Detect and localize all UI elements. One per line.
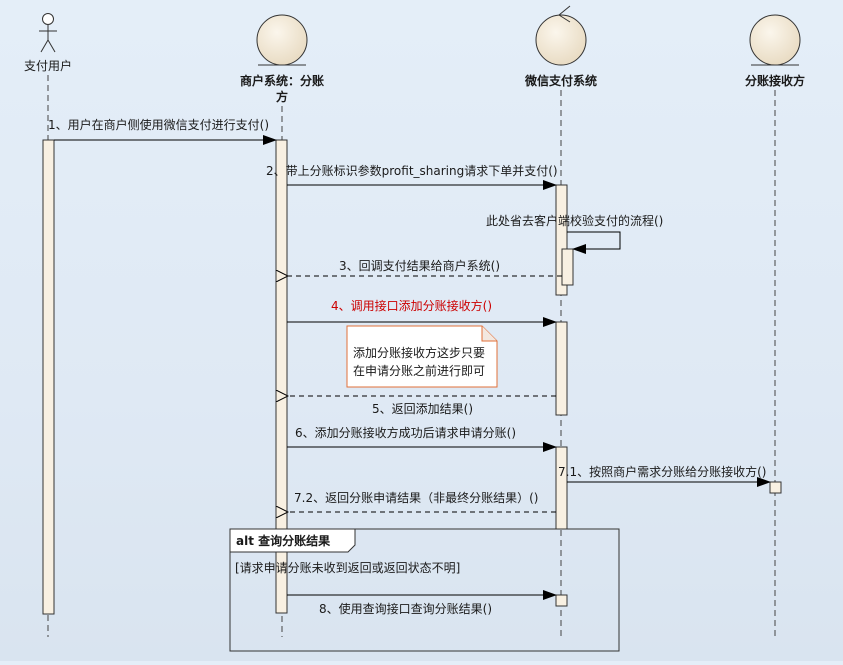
alt-fragment-tab: [229, 528, 356, 553]
message-3-label: 3、回调支付结果给商户系统(): [339, 258, 500, 273]
note-text-line1: 添加分账接收方这步只要: [353, 345, 485, 360]
activation-wechat-2: [555, 321, 568, 416]
activation-wechat-self: [561, 248, 574, 286]
participant-receiver-label: 分账接收方: [745, 73, 805, 88]
message-2-label: 2、带上分账标识参数profit_sharing请求下单并支付(): [266, 163, 558, 178]
entity-receiver-icon: [749, 14, 801, 66]
alt-fragment-frame: [229, 528, 620, 652]
participant-wechat-label: 微信支付系统: [524, 73, 597, 88]
self-call-arrow: [567, 231, 621, 254]
note-text-line2: 在申请分账之前进行即可: [353, 363, 485, 378]
alt-fragment-title: alt 查询分账结果: [236, 533, 330, 548]
message-5-label: 5、返回添加结果(): [372, 402, 473, 416]
activation-wechat-4: [555, 594, 568, 607]
note-box: [346, 325, 498, 388]
activation-merchant: [275, 139, 288, 614]
participant-user-label: 支付用户: [24, 58, 72, 73]
activation-receiver: [769, 481, 782, 494]
actor-user-icon: [39, 13, 57, 53]
message-7-1-label: 7.1、按照商户需求分账给分账接收方(): [558, 464, 766, 479]
activation-user: [42, 139, 55, 615]
message-8-label: 8、使用查询接口查询分账结果(): [319, 601, 492, 616]
message-7-2-label: 7.2、返回分账申请结果（非最终分账结果）(): [294, 490, 538, 505]
entity-merchant-icon: [256, 14, 308, 66]
message-4-label: 4、调用接口添加分账接收方(): [331, 298, 492, 313]
control-wechat-icon: [535, 5, 587, 66]
message-1-label: 1、用户在商户侧使用微信支付进行支付(): [48, 117, 269, 132]
activation-wechat-1: [555, 184, 568, 296]
participant-merchant-label-cont: 方: [276, 89, 288, 104]
self-call-label: 此处省去客户端校验支付的流程(): [486, 213, 663, 228]
participant-merchant-label: 商户系统：分账: [240, 73, 324, 88]
activation-wechat-3: [555, 446, 568, 530]
message-6-label: 6、添加分账接收方成功后请求申请分账(): [295, 425, 516, 440]
alt-fragment-guard: [请求申请分账未收到返回或返回状态不明]: [235, 561, 460, 575]
